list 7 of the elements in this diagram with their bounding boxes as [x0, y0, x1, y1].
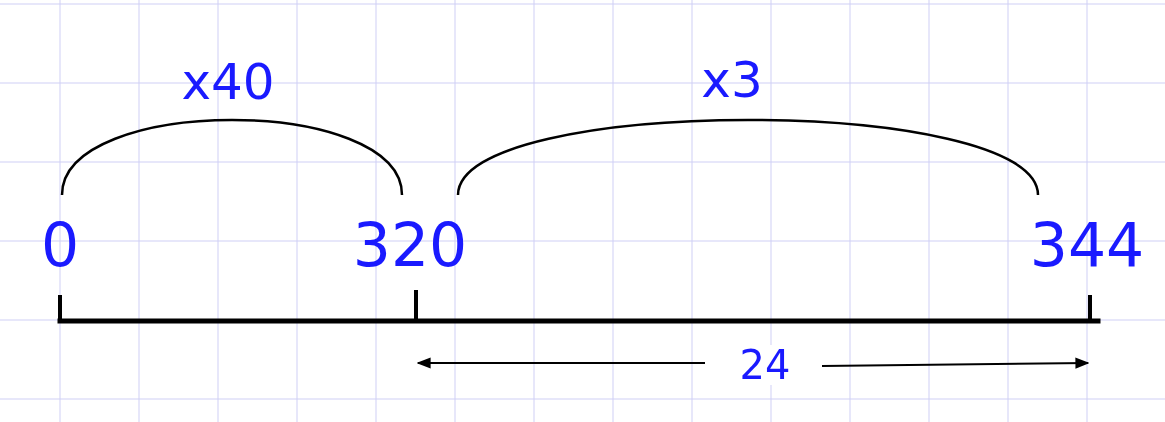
arc: [60, 118, 404, 196]
number-label: 344: [1027, 215, 1147, 275]
edge-label: x3: [701, 55, 763, 105]
edge-label: x40: [181, 57, 275, 107]
number-label: 0: [30, 215, 90, 275]
arc: [456, 118, 1040, 196]
number-label: 320: [350, 215, 470, 275]
